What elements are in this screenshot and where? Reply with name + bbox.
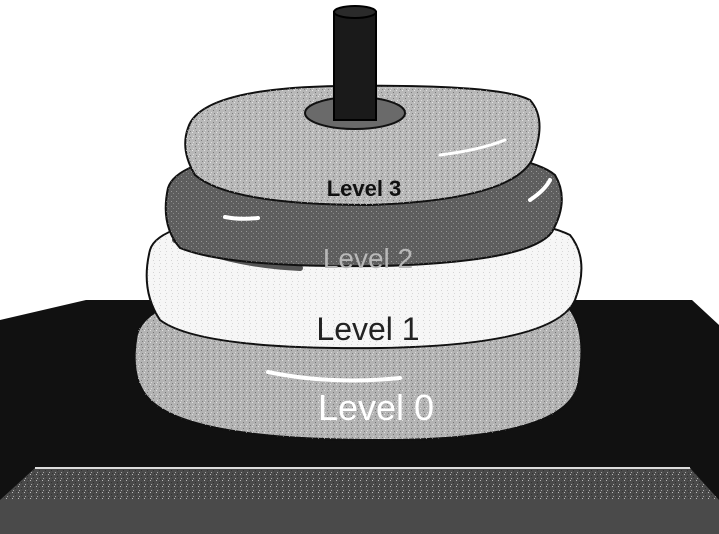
ring-level-3-label: Level 3 bbox=[327, 176, 402, 201]
ring-level-2-highlight-left bbox=[225, 217, 258, 219]
base-front-face bbox=[0, 468, 719, 500]
ring-level-2-label: Level 2 bbox=[323, 243, 413, 274]
center-pole-body bbox=[334, 12, 376, 120]
center-pole-top bbox=[334, 6, 376, 18]
ring-level-0-label: Level 0 bbox=[318, 387, 434, 428]
ring-level-1-label: Level 1 bbox=[316, 311, 419, 347]
center-pole bbox=[334, 6, 376, 120]
